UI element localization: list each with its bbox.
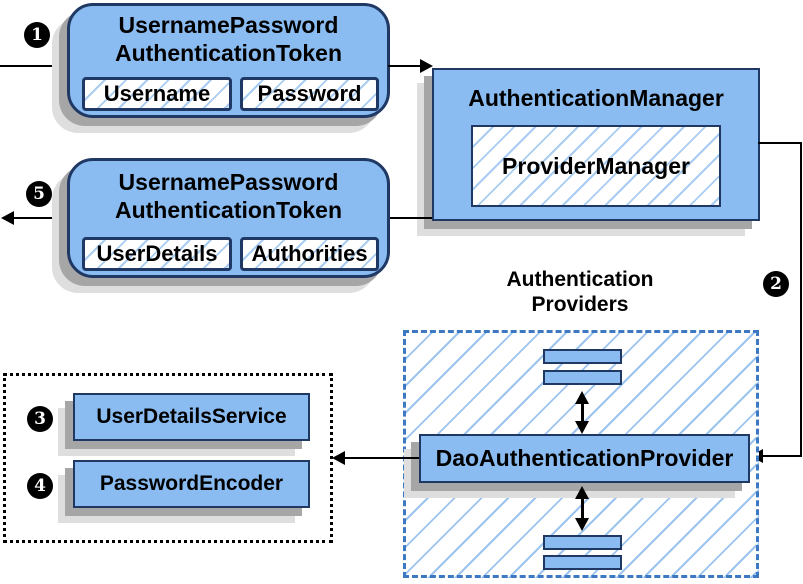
manager-to-provider-line-top <box>758 142 802 144</box>
provider-stack-bar <box>543 555 622 570</box>
arrow-up-icon <box>575 486 589 499</box>
step-3-badge: 3 <box>27 406 53 432</box>
request-token-box: UsernamePassword AuthenticationToken Use… <box>67 3 390 118</box>
username-field-label: Username <box>103 81 211 106</box>
return-flow-line <box>388 217 432 219</box>
user-details-service-box: UserDetailsService <box>73 393 310 441</box>
double-arrow-line <box>581 401 584 425</box>
arrow-left-icon <box>332 451 345 465</box>
request-flow-line <box>388 65 422 67</box>
response-token-title-line2: AuthenticationToken <box>114 197 342 223</box>
outgoing-flow-line <box>12 217 67 219</box>
provider-stack-bar <box>543 349 622 364</box>
arrow-left-icon <box>1 211 14 225</box>
userdetails-field-label: UserDetails <box>96 241 218 266</box>
response-token-box: UsernamePassword AuthenticationToken Use… <box>67 158 390 278</box>
step-2-number: 2 <box>770 274 782 294</box>
authentication-providers-label-line2: Providers <box>531 293 629 316</box>
provider-to-collaborators-line <box>345 457 419 459</box>
manager-to-provider-line-bottom <box>762 455 802 457</box>
password-encoder-label: PasswordEncoder <box>99 472 284 495</box>
step-2-badge: 2 <box>763 271 789 297</box>
step-4-number: 4 <box>34 476 46 496</box>
dao-authentication-provider-label: DaoAuthenticationProvider <box>435 445 734 471</box>
arrow-up-icon <box>575 391 589 404</box>
authentication-providers-label-line1: Authentication <box>506 268 654 291</box>
step-1-badge: 1 <box>24 22 50 48</box>
username-field-box: Username <box>82 77 232 111</box>
authorities-field-box: Authorities <box>240 237 379 271</box>
request-token-title-line1: UsernamePassword <box>118 12 339 38</box>
response-token-title-line1: UsernamePassword <box>118 169 339 195</box>
manager-to-provider-line-vertical <box>800 142 802 457</box>
authentication-manager-box: AuthenticationManager ProviderManager <box>432 68 760 221</box>
authorities-field-label: Authorities <box>251 241 368 266</box>
dao-authentication-provider-box: DaoAuthenticationProvider <box>419 434 750 483</box>
request-token-title: UsernamePassword AuthenticationToken <box>70 6 387 67</box>
authentication-providers-label: Authentication Providers <box>455 267 705 317</box>
step-5-number: 5 <box>33 184 45 204</box>
userdetails-field-box: UserDetails <box>82 237 232 271</box>
step-3-number: 3 <box>34 409 46 429</box>
request-token-title-line2: AuthenticationToken <box>114 40 342 66</box>
step-5-badge: 5 <box>26 181 52 207</box>
provider-stack-bar <box>543 535 622 550</box>
password-field-box: Password <box>240 77 379 111</box>
arrow-down-icon <box>575 421 589 434</box>
response-token-title: UsernamePassword AuthenticationToken <box>70 161 387 224</box>
step-1-number: 1 <box>31 25 43 45</box>
password-encoder-box: PasswordEncoder <box>73 460 310 508</box>
provider-stack-bar <box>543 370 622 385</box>
user-details-service-label: UserDetailsService <box>96 405 287 428</box>
arrow-down-icon <box>575 518 589 531</box>
incoming-flow-line <box>0 65 68 67</box>
arrow-right-icon <box>420 59 433 73</box>
password-field-label: Password <box>257 81 362 106</box>
double-arrow-line <box>581 497 584 521</box>
provider-manager-label: ProviderManager <box>502 152 690 179</box>
collaborators-container <box>3 373 333 543</box>
provider-manager-box: ProviderManager <box>471 125 721 207</box>
step-4-badge: 4 <box>27 473 53 499</box>
authentication-manager-title: AuthenticationManager <box>468 85 724 111</box>
